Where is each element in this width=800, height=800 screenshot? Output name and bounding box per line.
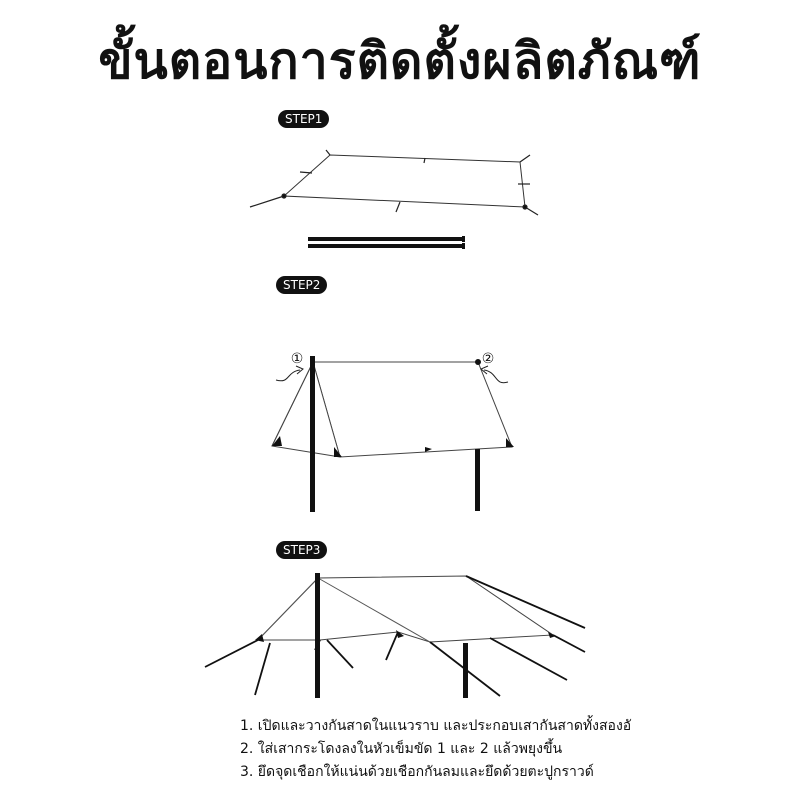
step2-raised-tarp <box>271 356 514 512</box>
instruction-2: 2. ใส่เสากระโดงลงในหัวเข็มขัด 1 และ 2 แล… <box>240 741 563 757</box>
step2-lift-arrow-right <box>480 365 509 384</box>
page-title: ขั้นตอนการติดตั้งผลิตภัณฑ์ <box>98 32 702 90</box>
instruction-1: 1. เปิดและวางกันสาดในแนวราบ และประกอบเสา… <box>240 718 632 734</box>
step3-badge: STEP3 <box>276 541 328 559</box>
step2-marker-2: ② <box>482 351 495 367</box>
step1-badge: STEP1 <box>278 110 330 128</box>
step1-poles <box>308 236 465 249</box>
step3-guy-lines <box>204 575 586 697</box>
step2-marker-1: ① <box>291 351 304 367</box>
instruction-3: 3. ยึดจุดเชือกให้แน่นด้วยเชือกกันลมและยึ… <box>240 764 594 780</box>
step3-secured-tarp <box>256 573 555 698</box>
step2-badge: STEP2 <box>276 276 328 294</box>
step1-flat-tarp <box>249 149 539 216</box>
step2-lift-arrow-left <box>275 365 304 382</box>
instructions: 1. เปิดและวางกันสาดในแนวราบ และประกอบเสา… <box>240 715 632 784</box>
